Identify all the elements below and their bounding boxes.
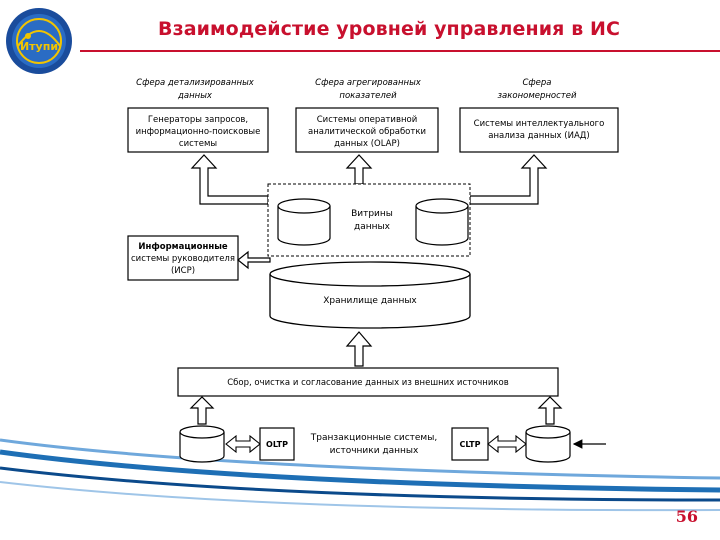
arrow-to-warehouse	[345, 331, 373, 367]
sphere-left-line1: Сфера детализированных	[136, 78, 255, 88]
query-generators-box	[127, 107, 269, 153]
sphere-right-line1: Сфера	[522, 78, 551, 88]
isr-box	[127, 235, 239, 281]
sphere-middle-line2: показателей	[339, 91, 397, 101]
olap-line1: Системы оперативной	[317, 115, 418, 125]
cltp-box	[451, 427, 489, 461]
logo-text: Итупи	[20, 40, 58, 53]
arrow-to-isr	[237, 250, 271, 270]
transactional-line2: источники данных	[330, 446, 419, 456]
sphere-middle-line1: Сфера агрегированных	[315, 78, 422, 88]
marts-label-line2: данных	[354, 222, 391, 232]
cltp-label: CLTP	[460, 440, 481, 449]
university-logo: Итупи	[6, 8, 72, 74]
arrow-cltp-exchange	[487, 434, 527, 454]
collection-label: Сбор, очистка и согласование данных из в…	[227, 378, 508, 388]
source-cylinder-left	[179, 432, 225, 463]
iad-box	[459, 107, 619, 153]
sphere-left-line2: данных	[177, 91, 213, 101]
arrow-to-iad	[469, 154, 548, 205]
warehouse-cylinder	[269, 274, 471, 329]
marts-label-line1: Витрины	[351, 209, 393, 219]
source-cylinder-right	[525, 432, 571, 463]
mart-cylinder-right	[415, 206, 469, 246]
isr-line3: (ИСР)	[171, 266, 195, 276]
isr-line2: системы руководителя	[131, 254, 235, 264]
query-generators-line1: Генераторы запросов,	[148, 115, 248, 125]
title-divider	[80, 50, 720, 52]
sphere-right-line2: закономерностей	[498, 91, 577, 101]
isr-line1: Информационные	[138, 242, 228, 252]
iad-line2: анализа данных (ИАД)	[488, 131, 589, 141]
olap-line2: аналитической обработки	[308, 127, 426, 137]
arrow-oltp-exchange	[225, 434, 261, 454]
arrow-right-source-up	[537, 396, 563, 425]
oltp-label: OLTP	[266, 440, 288, 449]
query-generators-line2: информационно-поисковые	[136, 127, 261, 137]
arrow-left-source-up	[189, 396, 215, 425]
transactional-line1: Транзакционные системы,	[310, 433, 437, 443]
olap-box	[295, 107, 439, 153]
slide-title: Взаимодейстие уровней управления в ИС	[158, 18, 621, 40]
arrow-to-query-generators	[190, 154, 269, 205]
mart-cylinder-left	[277, 206, 331, 246]
collection-box	[177, 367, 559, 397]
query-generators-line3: системы	[179, 139, 217, 149]
iad-line1: Системы интеллектуального	[474, 119, 605, 129]
warehouse-label: Хранилище данных	[323, 296, 417, 306]
oltp-box	[259, 427, 295, 461]
page-number: 56	[675, 507, 698, 526]
olap-line3: данных (OLAP)	[334, 139, 400, 149]
arrow-to-olap	[345, 154, 373, 185]
